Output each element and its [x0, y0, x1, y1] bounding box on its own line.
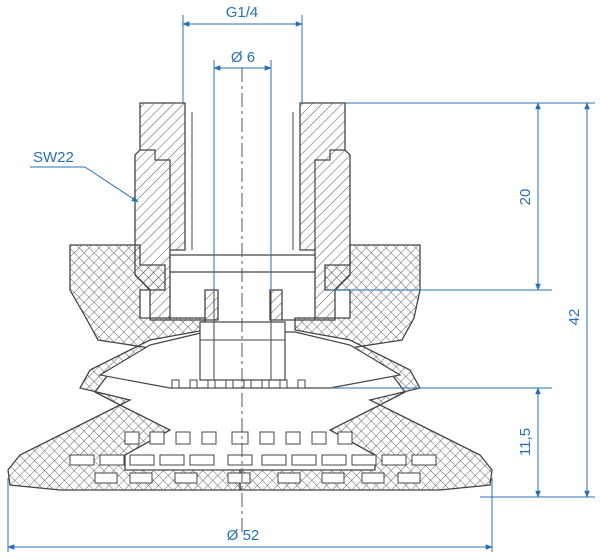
dim-bore-label: Ø 6 — [231, 49, 255, 66]
metal-insert — [134, 102, 351, 381]
dim-body-height-label: 20 — [517, 189, 534, 206]
insert-left-section — [134, 102, 219, 321]
insert-right-section — [269, 102, 351, 321]
hex-groove-right — [314, 149, 345, 250]
dim-total-height-label: 42 — [566, 309, 583, 326]
dimensions — [7, 15, 595, 552]
dim-thread-label: G1/4 — [226, 4, 259, 21]
support-studs — [171, 379, 306, 389]
callout-wrench-label: SW22 — [33, 149, 74, 166]
dim-bellows-height-label: 11,5 — [517, 428, 534, 456]
dim-diameter-label: Ø 52 — [227, 527, 260, 544]
lip-ribs — [69, 431, 437, 484]
hex-groove-left — [140, 149, 171, 250]
